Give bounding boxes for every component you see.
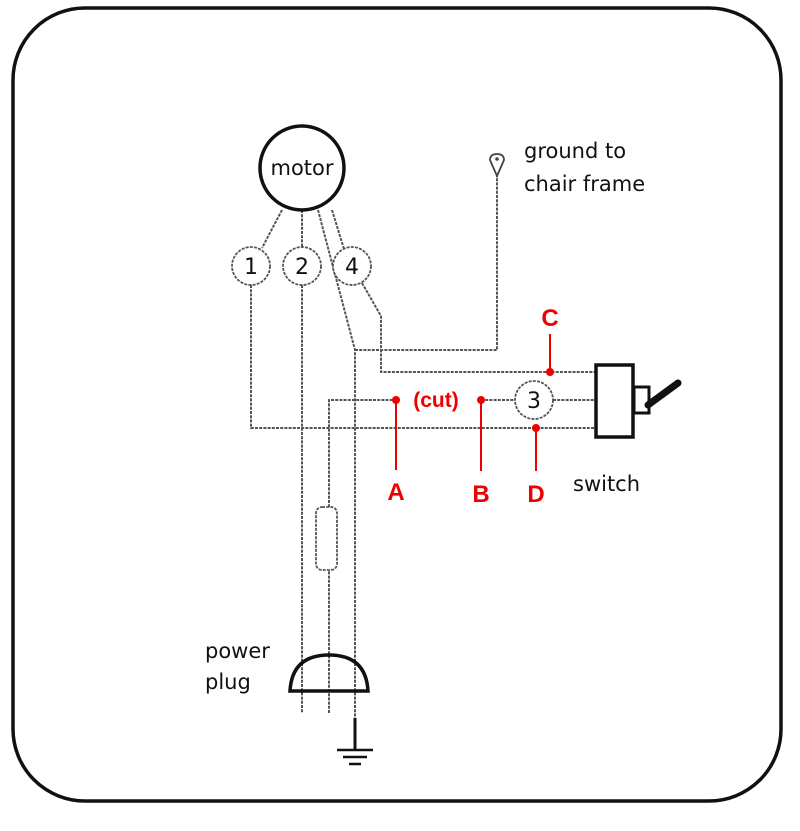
- node-1-label: 1: [244, 255, 258, 280]
- switch-icon: [594, 363, 682, 439]
- diagram-frame: [11, 6, 783, 803]
- node-1-circle: [231, 246, 271, 286]
- point-a-label: A: [387, 479, 404, 506]
- point-b-label: B: [472, 481, 489, 508]
- fuse-icon: [315, 506, 338, 571]
- point-d-label: D: [527, 481, 544, 508]
- wire-1: [250, 285, 596, 429]
- node-3-label: 3: [527, 389, 541, 414]
- ground-wire: [355, 176, 498, 351]
- node-2-circle: [282, 246, 322, 286]
- power-plug-icon: [288, 653, 370, 693]
- cut-label: (cut): [413, 389, 459, 412]
- annotation-d: D: [527, 424, 545, 508]
- motor-label: motor: [270, 156, 333, 180]
- annotation-a: A: [387, 396, 405, 506]
- annotation-c: C: [541, 305, 559, 376]
- motor-leads: [261, 209, 356, 718]
- plug-label-line2: plug: [205, 670, 251, 694]
- point-c-label: C: [541, 305, 558, 332]
- cut-wire: [328, 399, 396, 713]
- earth-ground-icon: [337, 718, 373, 766]
- annotation-b: B: [472, 396, 490, 508]
- switch-label: switch: [573, 472, 640, 496]
- node-3-circle: [514, 380, 554, 420]
- node-4-circle: [332, 246, 372, 286]
- motor-circle: [258, 124, 346, 212]
- ground-label-line1: ground to: [524, 139, 626, 163]
- plug-label-line1: power: [205, 639, 270, 663]
- node-2-label: 2: [295, 255, 309, 280]
- ground-label-line2: chair frame: [524, 172, 645, 196]
- ground-lug-icon: [489, 153, 505, 179]
- node-4-label: 4: [345, 255, 359, 280]
- wire-4: [361, 282, 596, 373]
